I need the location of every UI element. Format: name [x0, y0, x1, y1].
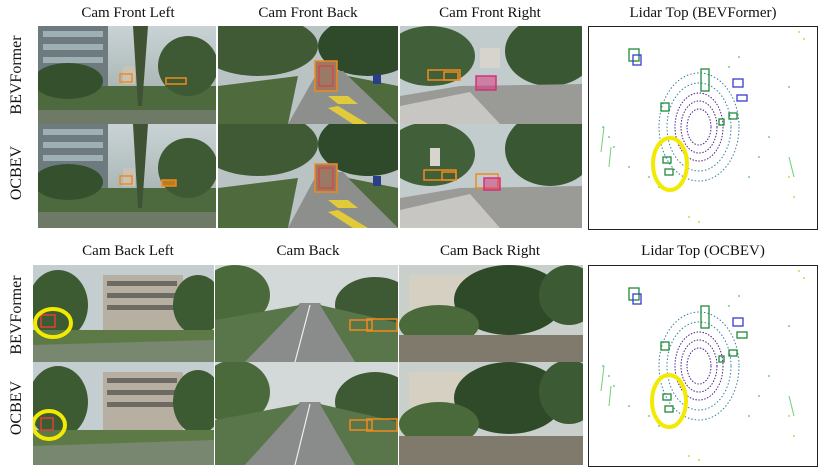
- image-front-back-bevformer: [218, 26, 398, 124]
- title-lidar-bevformer: Lidar Top (BEVFormer): [629, 5, 777, 21]
- title-cam-front-right: Cam Front Right: [439, 5, 541, 21]
- image-back-bevformer: [215, 265, 398, 362]
- image-front-left-bevformer: [38, 26, 216, 124]
- row-label-bevformer-bottom: BEVFormer: [8, 275, 25, 355]
- image-front-back-ocbev: [218, 124, 398, 228]
- title-cam-front-back: Cam Front Back: [258, 5, 358, 21]
- image-back-left-bevformer: [33, 265, 214, 362]
- image-front-right-bevformer: [400, 26, 582, 124]
- image-back-right-bevformer: [399, 265, 583, 362]
- image-front-left-ocbev: [38, 124, 216, 228]
- title-cam-front-left: Cam Front Left: [81, 5, 175, 21]
- row-label-bevformer-top: BEVFormer: [8, 35, 25, 115]
- image-back-right-ocbev: [399, 362, 583, 465]
- lidar-panel-bevformer: [588, 26, 818, 230]
- title-cam-back-left: Cam Back Left: [82, 243, 174, 259]
- title-lidar-ocbev: Lidar Top (OCBEV): [641, 243, 765, 259]
- image-back-left-ocbev: [33, 362, 214, 465]
- lidar-panel-ocbev: [588, 265, 818, 467]
- row-label-ocbev-bottom: OCBEV: [8, 380, 25, 436]
- row-label-ocbev-top: OCBEV: [8, 145, 25, 201]
- title-cam-back: Cam Back: [276, 243, 340, 259]
- title-cam-back-right: Cam Back Right: [440, 243, 540, 259]
- image-front-right-ocbev: [400, 124, 582, 228]
- image-back-ocbev: [215, 362, 398, 465]
